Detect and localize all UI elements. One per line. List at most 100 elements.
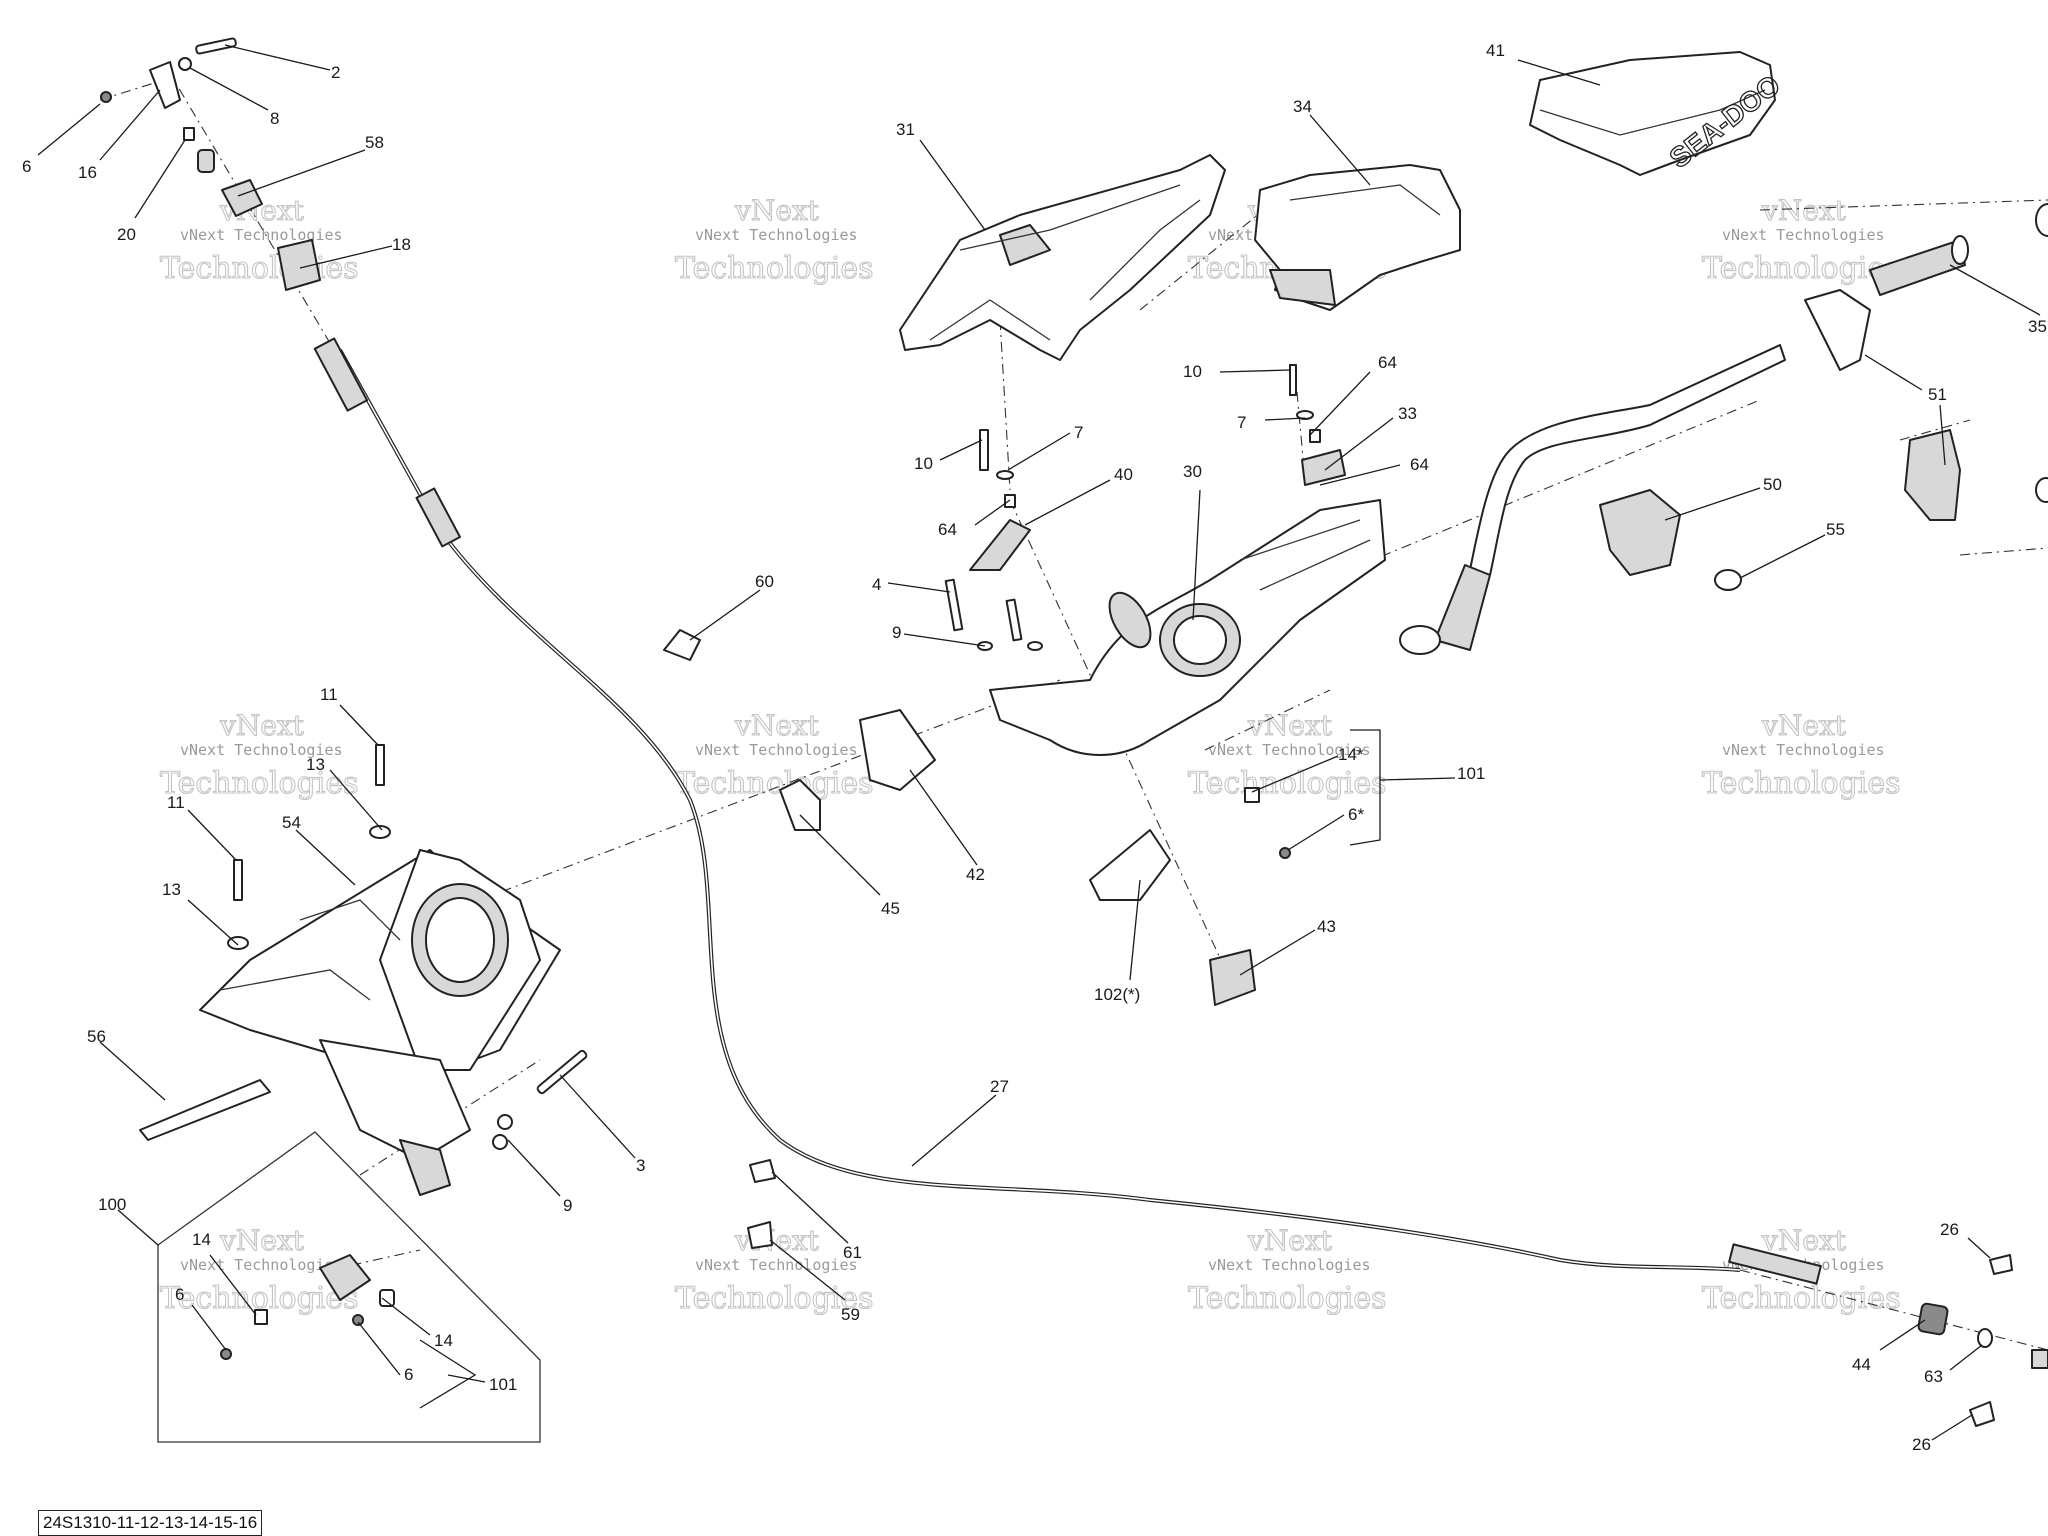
handlebar (1399, 203, 2048, 655)
bolt-4b (1005, 598, 1023, 642)
watermark-text: vNext (734, 1224, 820, 1257)
callout-26a: 26 (1940, 1220, 1959, 1239)
screw-10 (1289, 364, 1297, 396)
clip-60 (663, 629, 701, 661)
washer-13 (369, 825, 391, 839)
watermark-text: vNext Technologies (1722, 741, 1885, 759)
callout-59: 59 (841, 1305, 860, 1324)
bracket-101-group (1349, 729, 1456, 846)
spacer-64 (1309, 429, 1321, 443)
callout-64c: 64 (938, 520, 957, 539)
watermark-text: Technologies (675, 251, 874, 286)
watermark-text: vNext Technologies (695, 226, 858, 244)
callout-6b: 6 (175, 1285, 184, 1304)
callout-56: 56 (87, 1027, 106, 1046)
watermark-text: vNext Technologies (180, 1256, 343, 1274)
cover-34 (1254, 164, 1461, 311)
callout-13: 13 (306, 755, 325, 774)
center-parts (663, 364, 1386, 1249)
callout-6: 6 (22, 157, 31, 176)
callout-60: 60 (755, 572, 774, 591)
spacer-14a (1244, 787, 1260, 803)
callout-44: 44 (1852, 1355, 1871, 1374)
watermark-tile: vNext vNext Technologies Technologies (674, 708, 874, 801)
callout-102: 102(*) (1094, 985, 1140, 1004)
callout-35: 35 (2028, 317, 2047, 336)
callout-33: 33 (1398, 404, 1417, 423)
watermark-tile: vNext vNext Technologies Technologies (1701, 193, 1901, 286)
watermark-text: vNext (1247, 1224, 1333, 1257)
plug (2035, 477, 2048, 503)
callout-63: 63 (1924, 1367, 1943, 1386)
callout-51: 51 (1928, 385, 1947, 404)
watermark-text: vNext Technologies (1722, 226, 1885, 244)
cover-31 (899, 154, 1226, 361)
watermark-text: vNext (1761, 1224, 1847, 1257)
grip-left (1434, 564, 1491, 651)
callout-100: 100 (98, 1195, 126, 1214)
fitting-right (2031, 1349, 2048, 1369)
watermark-text: vNext (219, 709, 305, 742)
bushing-20 (183, 127, 195, 141)
watermark-text: vNext (734, 194, 820, 227)
callout-43: 43 (1317, 917, 1336, 936)
guard-51 (1804, 289, 1871, 371)
callout-4: 4 (872, 575, 881, 594)
watermark-tile: vNext vNext Technologies Technologies (674, 1223, 874, 1316)
callout-14c: 14 (434, 1331, 453, 1350)
spacer (197, 149, 215, 173)
watermark-text: vNext Technologies (180, 226, 343, 244)
callout-45: 45 (881, 899, 900, 918)
bracket-58 (221, 179, 263, 217)
cable-end-hardware (100, 37, 321, 291)
bolt-3 (536, 1049, 588, 1095)
bolt-2 (195, 37, 237, 55)
watermark-tile: vNext vNext Technologies Technologies (159, 708, 359, 801)
callout-30: 30 (1183, 462, 1202, 481)
bar-end-left (1399, 625, 1441, 655)
watermark-text: Technologies (1702, 766, 1901, 801)
callout-9b: 9 (563, 1196, 572, 1215)
clip-59 (747, 1221, 773, 1249)
sub-assembly-box-100 (157, 1131, 541, 1443)
watermark-text: vNext Technologies (1208, 1256, 1371, 1274)
callout-10b: 10 (914, 454, 933, 473)
watermark-text: vNext Technologies (180, 741, 343, 759)
nut-44 (1917, 1302, 1949, 1336)
watermark-tile: vNext vNext Technologies Technologies (159, 193, 359, 286)
watermark-tile: vNext vNext Technologies Technologies (1701, 708, 1901, 801)
callout-34: 34 (1293, 97, 1312, 116)
washer-8 (178, 57, 192, 71)
washer-55 (1714, 569, 1742, 591)
nut-6a (1279, 847, 1291, 859)
callout-31: 31 (896, 120, 915, 139)
callout-9: 9 (892, 623, 901, 642)
callout-3: 3 (636, 1156, 645, 1175)
watermark-text: Technologies (675, 766, 874, 801)
watermark-text: vNext (1761, 194, 1847, 227)
callout-8: 8 (270, 109, 279, 128)
grip-end (1951, 235, 1969, 265)
watermark-text: Technologies (160, 251, 359, 286)
callout-64b: 64 (1410, 455, 1429, 474)
grip-35 (1869, 239, 1966, 296)
callout-50: 50 (1763, 475, 1782, 494)
watermark-text: Technologies (1702, 1281, 1901, 1316)
clip-26a (1989, 1254, 2013, 1275)
callout-40: 40 (1114, 465, 1133, 484)
callout-55: 55 (1826, 520, 1845, 539)
callout-20: 20 (117, 225, 136, 244)
watermark-text: Technologies (1188, 1281, 1387, 1316)
callout-14a: 14* (1338, 745, 1364, 764)
watermark-text: vNext Technologies (1208, 741, 1371, 759)
callout-7b: 7 (1074, 423, 1083, 442)
washer-9b2 (492, 1134, 508, 1150)
watermark-text: vNext Technologies (695, 741, 858, 759)
watermark-text: vNext Technologies (695, 1256, 858, 1274)
watermark-tile: vNext vNext Technologies Technologies (1187, 1223, 1387, 1316)
callout-64: 64 (1378, 353, 1397, 372)
watermark-text: vNext (1761, 709, 1847, 742)
callout-7: 7 (1237, 413, 1246, 432)
watermark-text: vNext (219, 1224, 305, 1257)
grommet-18 (277, 239, 321, 291)
